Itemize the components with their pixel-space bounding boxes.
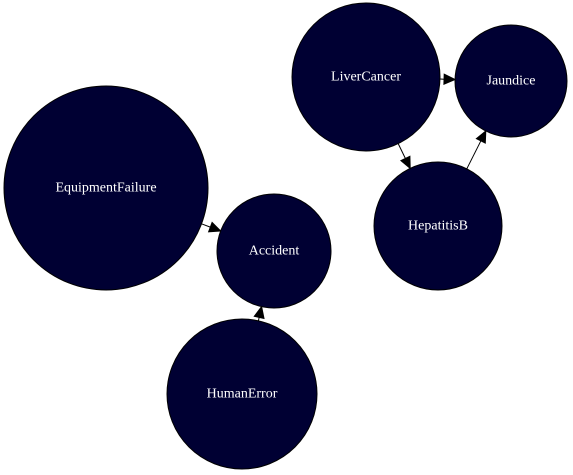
node-equipmentfailure-circle — [3, 85, 209, 291]
nodes-layer: EquipmentFailure Accident HumanError Liv… — [3, 2, 568, 470]
edge-hepatitisb-to-jaundice — [466, 129, 487, 170]
edge-livercancer-to-jaundice — [439, 73, 457, 85]
edge-livercancer-to-hepatitisb — [397, 143, 411, 170]
edge-line — [397, 143, 406, 159]
arrowhead-icon — [253, 305, 265, 320]
edges-layer — [201, 73, 487, 321]
node-jaundice-label: Jaundice — [487, 74, 536, 89]
node-humanerror[interactable]: HumanError — [166, 318, 318, 470]
arrowhead-icon — [399, 155, 411, 170]
node-equipmentfailure[interactable]: EquipmentFailure — [3, 85, 209, 291]
node-livercancer-label: LiverCancer — [331, 70, 401, 85]
edge-equipmentfailure-to-accident — [201, 221, 222, 233]
node-equipmentfailure-label: EquipmentFailure — [55, 181, 156, 196]
node-livercancer[interactable]: LiverCancer — [291, 2, 441, 152]
node-livercancer-circle — [291, 2, 441, 152]
edge-line — [466, 140, 482, 170]
node-hepatitisb[interactable]: HepatitisB — [373, 161, 503, 291]
arrowhead-icon — [475, 129, 487, 144]
node-accident-circle — [216, 193, 332, 309]
node-accident[interactable]: Accident — [216, 193, 332, 309]
node-accident-label: Accident — [249, 244, 300, 259]
node-jaundice-circle — [454, 24, 568, 138]
node-hepatitisb-label: HepatitisB — [408, 219, 468, 234]
edge-line — [257, 317, 260, 321]
node-hepatitisb-circle — [373, 161, 503, 291]
node-humanerror-circle — [166, 318, 318, 470]
edge-line — [201, 223, 211, 228]
arrowhead-icon — [443, 73, 457, 85]
node-humanerror-label: HumanError — [207, 387, 278, 402]
node-jaundice[interactable]: Jaundice — [454, 24, 568, 138]
arrowhead-icon — [207, 221, 222, 233]
edge-humanerror-to-accident — [253, 305, 265, 321]
